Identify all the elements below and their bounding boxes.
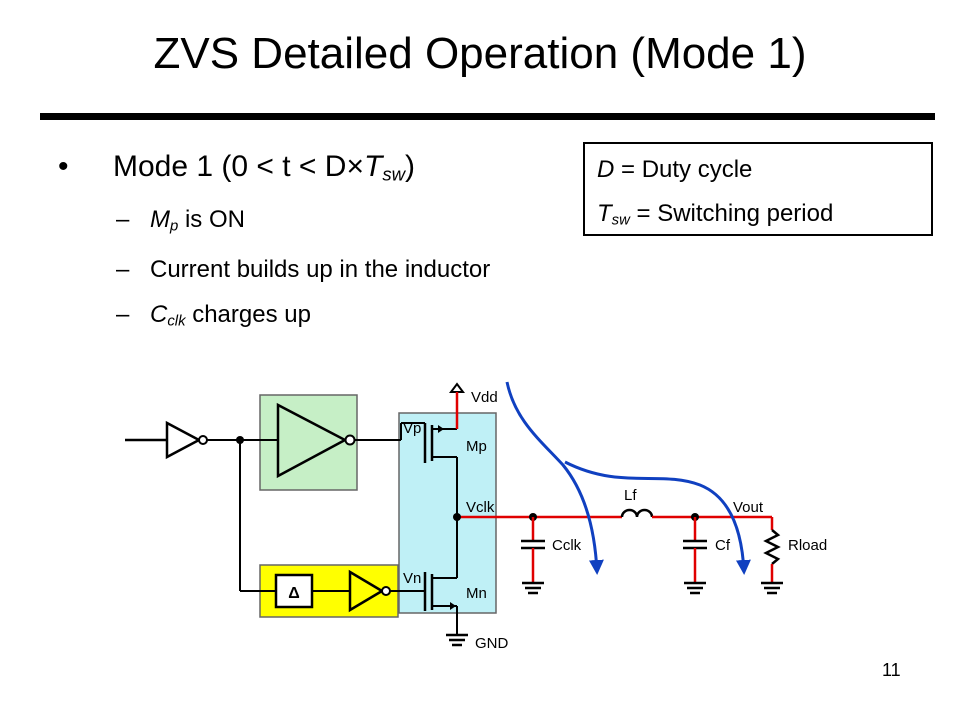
delay-element xyxy=(274,573,314,609)
power-switch-block xyxy=(398,412,497,614)
switching-period-definition: Tsw = Switching period xyxy=(597,200,834,229)
page-number: 11 xyxy=(882,660,901,680)
duty-cycle-definition: D = Duty cycle xyxy=(597,156,753,183)
label-lf: Lf xyxy=(624,487,637,504)
label-mp: Mp xyxy=(466,438,487,455)
label-vp: Vp xyxy=(403,420,421,437)
resistor-rload xyxy=(763,529,781,565)
input-inverter xyxy=(165,420,202,460)
current-arrow-cclk xyxy=(505,381,604,575)
label-cf: Cf xyxy=(715,537,731,554)
inductor-lf xyxy=(620,508,654,518)
label-mn: Mn xyxy=(466,585,487,602)
label-vout: Vout xyxy=(733,499,764,516)
vdd-terminal xyxy=(449,382,465,393)
gate-driver-inverter xyxy=(276,402,348,479)
title-divider xyxy=(40,113,935,120)
label-vclk: Vclk xyxy=(466,499,495,516)
definitions-box: D = Duty cycle Tsw = Switching period xyxy=(583,142,933,236)
current-arrow-load xyxy=(564,460,751,575)
label-vdd: Vdd xyxy=(471,389,498,406)
nmos-gate-inverter xyxy=(348,569,385,613)
label-cclk: Cclk xyxy=(552,537,582,554)
label-vn: Vn xyxy=(403,570,421,587)
bullet-text: Mode 1 (0 < t < D×Tsw) xyxy=(113,150,416,185)
label-rload: Rload xyxy=(788,537,827,554)
delay-symbol: Δ xyxy=(288,585,300,602)
label-gnd: GND xyxy=(475,635,509,652)
slide-title: ZVS Detailed Operation (Mode 1) xyxy=(153,29,807,78)
bullet-marker: • xyxy=(58,150,69,183)
